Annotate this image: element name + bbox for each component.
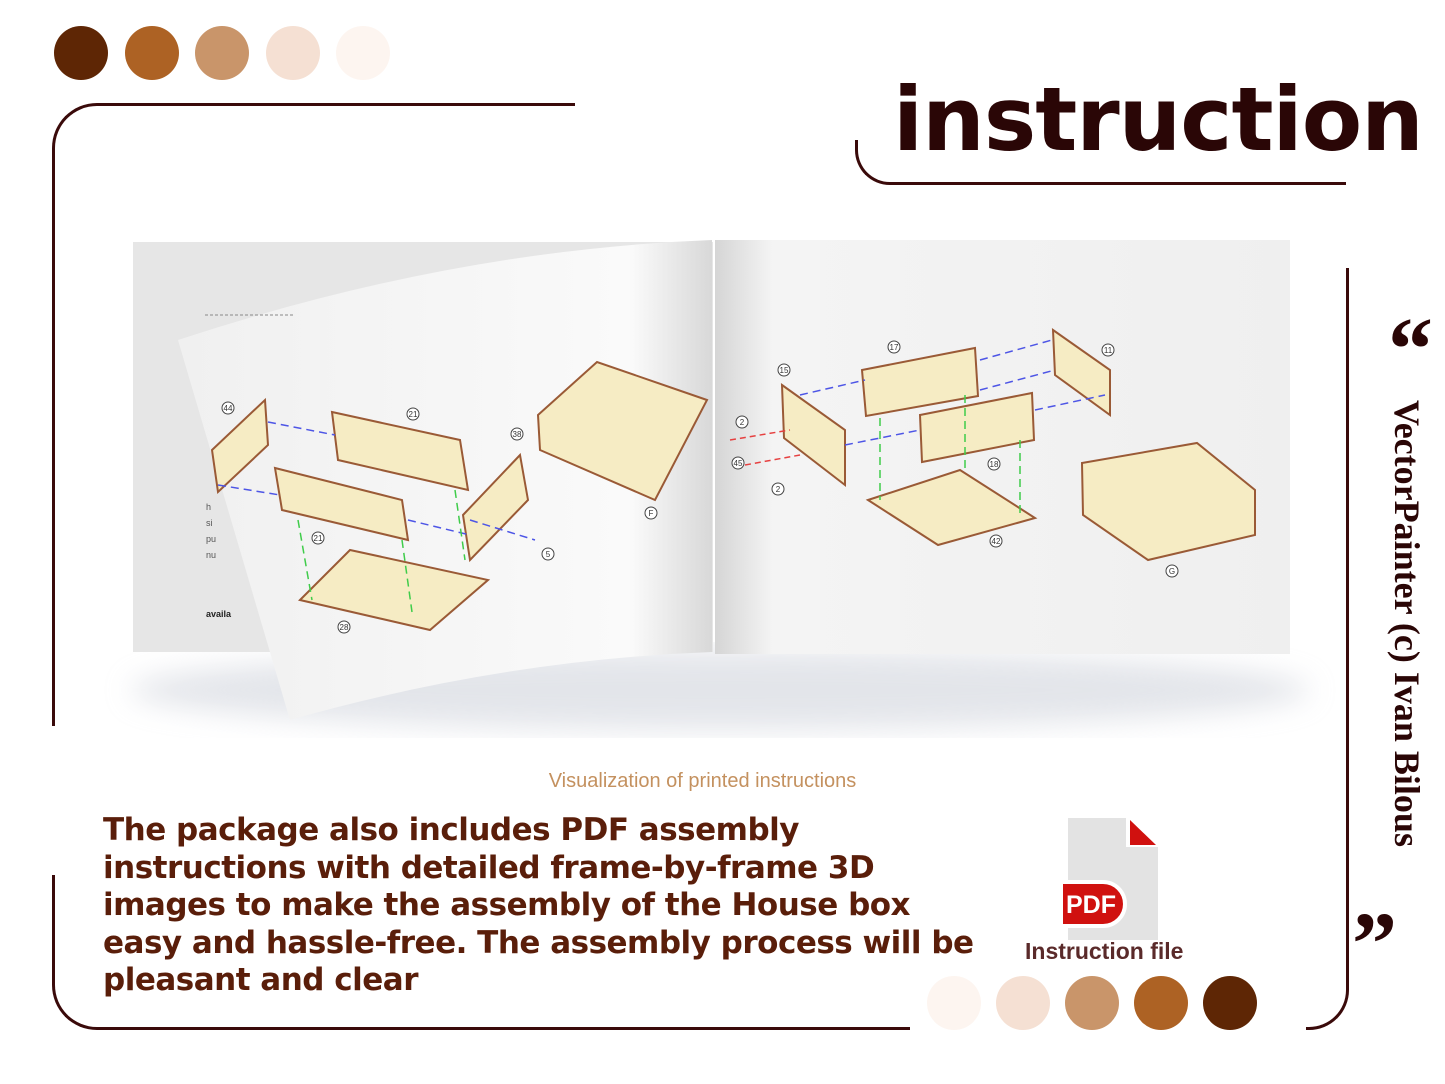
left-page-text: h si pu nu availa: [206, 502, 232, 619]
part-number: 38: [513, 430, 522, 439]
part-number-marker: [735, 415, 749, 429]
description-text: The package also includes PDF assembly i…: [103, 812, 974, 998]
part-number: 5: [546, 550, 551, 559]
part-number: F: [649, 509, 654, 518]
part-number-marker: [771, 482, 785, 496]
color-swatch: [54, 26, 108, 80]
instruction-book-mockup: h si pu nu availa 44 21 21 38 5 28 F 15 17 11 2 45 2…: [130, 240, 1310, 730]
part-number: G: [1169, 567, 1175, 576]
part-number: 42: [992, 537, 1001, 546]
part-number-marker: [337, 620, 351, 634]
color-swatch: [1134, 976, 1188, 1030]
frame-bottom-left: [52, 875, 910, 1030]
part-number-marker: [510, 427, 524, 441]
part-number-marker: [1165, 564, 1179, 578]
part-number: 2: [740, 418, 745, 427]
part-number-marker: [644, 506, 658, 520]
pdf-file-label: Instruction file: [1025, 938, 1184, 964]
svg-text:h: h: [206, 502, 211, 512]
part-number: 28: [340, 623, 349, 632]
part-number-marker: [541, 547, 555, 561]
title-underline: [855, 140, 1346, 185]
quote-close-icon: ”: [1352, 895, 1397, 994]
color-swatch: [996, 976, 1050, 1030]
page-title: instruction: [893, 68, 1424, 171]
color-swatch: [1065, 976, 1119, 1030]
part-number-marker: [887, 340, 901, 354]
part-number: 21: [409, 410, 418, 419]
part-number: 17: [890, 343, 899, 352]
svg-text:availa: availa: [206, 609, 232, 619]
part-number-marker: [1101, 343, 1115, 357]
part-number-marker: [777, 363, 791, 377]
color-swatch: [265, 26, 320, 80]
svg-text:pu: pu: [206, 534, 216, 544]
svg-text:nu: nu: [206, 550, 216, 560]
part-number: 15: [780, 366, 789, 375]
part-number: 11: [1104, 346, 1113, 355]
pdf-file-icon: PDF: [1059, 818, 1158, 940]
frame-top-left: [52, 103, 575, 726]
part-number-marker: [989, 534, 1003, 548]
pdf-badge-text: PDF: [1066, 891, 1116, 919]
part-number: 18: [990, 460, 999, 469]
part-number-marker: [406, 407, 420, 421]
quote-open-icon: “: [1388, 300, 1433, 399]
svg-text:si: si: [206, 518, 213, 528]
color-swatch: [1203, 976, 1257, 1030]
part-number: 44: [224, 404, 233, 413]
part-number-marker: [731, 456, 745, 470]
color-swatch: [124, 26, 179, 80]
color-swatch: [927, 976, 981, 1030]
color-swatch: [336, 26, 390, 80]
part-number-marker: [221, 401, 235, 415]
color-swatch: [195, 26, 249, 80]
part-number-marker: [987, 457, 1001, 471]
part-number: 45: [734, 459, 743, 468]
image-caption: Visualization of printed instructions: [548, 770, 857, 792]
part-number: 21: [314, 534, 323, 543]
part-number: 2: [776, 485, 781, 494]
part-number-marker: [311, 531, 325, 545]
copyright-credit: VectorPainter (c) Ivan Bilous: [1387, 400, 1427, 847]
